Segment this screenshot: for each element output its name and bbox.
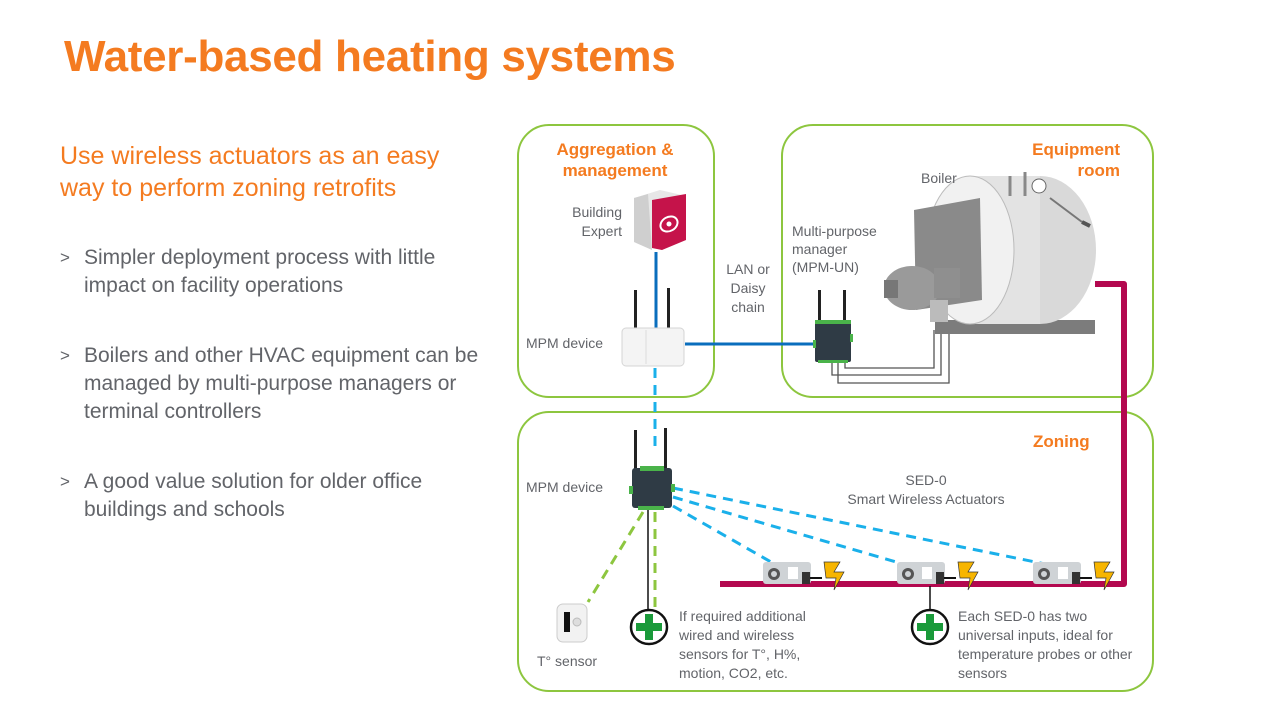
bullet-item: > Simpler deployment process with little… [60,244,480,300]
plus-circle-icon [910,608,950,646]
lan-connection [654,252,818,346]
label-sed0-title: SED-0 [905,472,947,488]
label-building-expert: Building Expert [572,204,622,239]
zone-label-aggregation: Aggregation & management [556,140,674,180]
sensor-link-t-sensor [586,511,645,603]
valve-actuator-icon [763,562,822,584]
bullet-marker: > [60,346,70,365]
bullet-text: A good value solution for older office b… [84,470,423,521]
note-sed0-inputs: Each SED-0 has two universal inputs, ide… [958,608,1133,681]
thermostat-icon [556,603,588,643]
plus-circle-icon [629,608,669,646]
mpm-un-icon [813,290,853,363]
mpm-device-top-icon [621,288,685,367]
label-t-sensor: T° sensor [537,653,598,669]
bullet-marker: > [60,248,70,267]
lightning-bolt-icon [957,561,979,591]
boiler-icon [884,172,1096,334]
label-lan: LAN or Daisy chain [726,261,770,315]
wireless-links-actuators [672,486,1046,568]
note-additional-sensors: If required additional wired and wireles… [679,608,806,681]
building-expert-cube-icon [634,190,686,250]
lightning-bolt-icon [1093,561,1115,591]
label-mpm-device-zone: MPM device [526,479,604,495]
bullet-text: Simpler deployment process with little i… [84,246,436,297]
valve-actuator-icon [897,562,956,584]
bullet-marker: > [60,472,70,491]
zone-label-equipment: Equipment room [1032,140,1120,180]
valve-actuator-icon [1033,562,1092,584]
label-sed0-subtitle: Smart Wireless Actuators [847,491,1005,507]
zone-label-zoning: Zoning [1033,432,1090,451]
lightning-bolt-icon [823,561,845,591]
boiler-wiring [831,330,950,384]
zone-equipment-room [781,124,1154,398]
zone-aggregation [517,124,715,398]
slide-subtitle: Use wireless actuators as an easy way to… [60,142,440,202]
label-boiler: Boiler [921,170,957,186]
bullet-item: > Boilers and other HVAC equipment can b… [60,342,480,426]
zone-zoning [517,411,1154,692]
bullet-item: > A good value solution for older office… [60,468,480,524]
mpm-device-zone-icon [629,428,675,510]
label-mpm-un: Multi-purpose manager (MPM-UN) [792,223,877,275]
bullet-text: Boilers and other HVAC equipment can be … [84,344,479,423]
label-mpm-device-top: MPM device [526,335,604,351]
slide-title: Water-based heating systems [64,32,676,81]
